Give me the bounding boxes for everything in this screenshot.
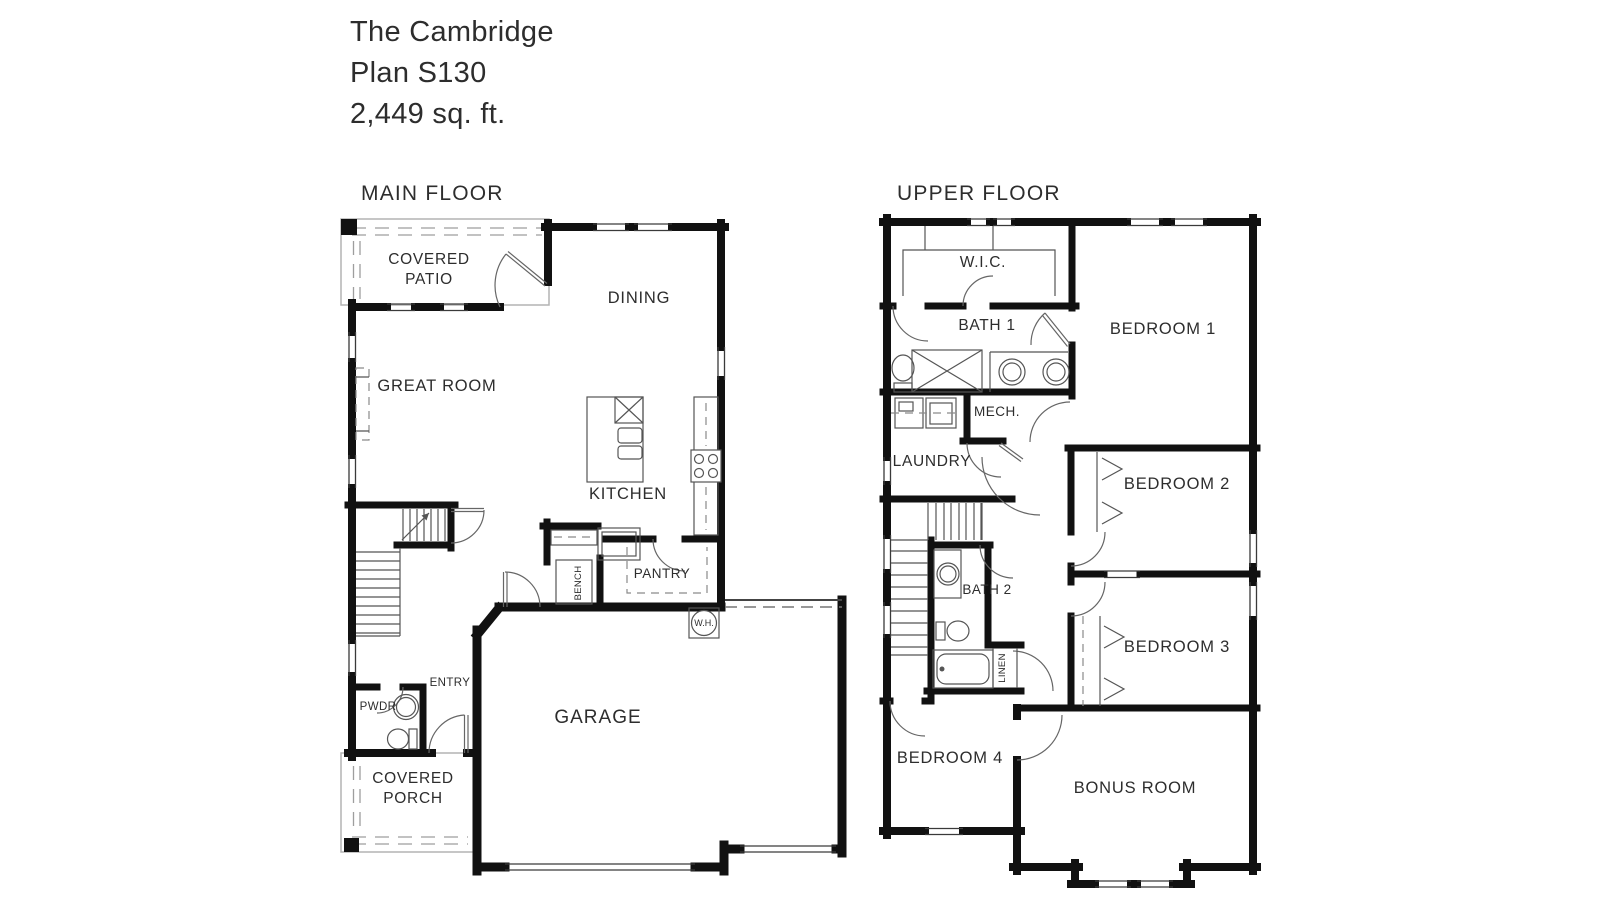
label-bedroom3: BEDROOM 3 xyxy=(1124,638,1230,656)
plan-sqft: 2,449 sq. ft. xyxy=(350,98,505,130)
porch-dashed-lines xyxy=(352,766,468,845)
upper-floor-plan: UPPER FLOOR xyxy=(879,182,1261,888)
kitchen-counter-range xyxy=(690,396,722,536)
pantry-shelves xyxy=(626,547,708,594)
hall-door-arc-2 xyxy=(981,456,1041,516)
hall-door-arc-1 xyxy=(1029,401,1071,443)
title-block: The Cambridge Plan S130 2,449 sq. ft. xyxy=(350,16,554,130)
bedroom1-door-arc xyxy=(1030,312,1046,346)
stair-closet-door-leaf xyxy=(451,507,484,513)
upper-exterior-walls xyxy=(879,214,1261,888)
label-water-heater: W.H. xyxy=(694,618,714,628)
bath2-fixtures xyxy=(932,549,994,689)
label-covered-porch-2: PORCH xyxy=(383,790,442,807)
label-kitchen: KITCHEN xyxy=(589,485,667,503)
label-mech: MECH. xyxy=(974,404,1020,419)
plan-title: The Cambridge xyxy=(350,16,554,48)
main-stairs xyxy=(356,509,446,637)
linen-closet-sides xyxy=(992,648,1018,688)
patio-door-leaf xyxy=(505,251,548,287)
patio-door-arc xyxy=(494,253,507,308)
front-door-leaf xyxy=(463,715,469,753)
label-covered-patio-1: COVERED xyxy=(388,251,470,268)
kitchen-island xyxy=(586,396,644,483)
label-bonus-room: BONUS ROOM xyxy=(1074,779,1197,797)
hall-linen-door-arc xyxy=(1012,650,1054,692)
garage-walls xyxy=(470,595,847,876)
bench-seat xyxy=(555,559,593,605)
bath1-fixtures xyxy=(891,349,1070,393)
plan-number: Plan S130 xyxy=(350,57,487,89)
powder-door-arc xyxy=(376,686,404,714)
mech-door-arc xyxy=(966,442,1002,478)
refrigerator xyxy=(597,527,641,561)
mech-door-leaf xyxy=(998,442,1024,462)
label-bedroom2: BEDROOM 2 xyxy=(1124,475,1230,493)
bath1-door-arc xyxy=(892,305,929,342)
main-windows xyxy=(348,223,836,871)
patio-dashed-lines xyxy=(352,227,542,299)
kitchen-cabinet xyxy=(550,529,598,546)
bonus-door-arc xyxy=(1016,714,1063,761)
label-bench: BENCH xyxy=(573,566,584,601)
wic-shelves xyxy=(902,226,1056,296)
tub-faucet xyxy=(939,666,945,672)
label-covered-porch-1: COVERED xyxy=(372,770,454,787)
bath2-door-arc xyxy=(979,544,1014,579)
garage-entry-door-arc xyxy=(504,571,541,608)
label-bath1: BATH 1 xyxy=(958,317,1015,334)
bedroom3-door-arc xyxy=(1070,581,1106,617)
main-fixtures xyxy=(355,367,722,750)
upper-fixtures xyxy=(891,226,1126,706)
bedroom2-door-arc xyxy=(1070,531,1106,567)
main-floor-plan: MAIN FLOOR xyxy=(340,182,847,876)
bedroom2-closet xyxy=(1096,452,1124,532)
upper-stairs xyxy=(891,503,983,656)
bedroom1-door-leaf xyxy=(1042,312,1071,347)
wic-door-arc xyxy=(962,275,994,307)
main-floor-heading: MAIN FLOOR xyxy=(361,182,504,205)
main-exterior-walls xyxy=(344,219,729,761)
stair-arrow xyxy=(421,513,429,521)
label-bedroom4: BEDROOM 4 xyxy=(897,749,1003,767)
label-laundry: LAUNDRY xyxy=(893,453,972,470)
label-garage: GARAGE xyxy=(554,707,641,728)
upper-floor-heading: UPPER FLOOR xyxy=(897,182,1061,205)
label-pantry: PANTRY xyxy=(634,566,691,581)
water-heater-symbol xyxy=(688,607,720,639)
garage-entry-door-leaf xyxy=(502,572,508,607)
main-interior-walls xyxy=(344,501,725,757)
label-dining: DINING xyxy=(608,289,671,307)
bedroom4-door-arc xyxy=(889,700,926,737)
label-powder: PWDR xyxy=(360,701,397,713)
upper-windows xyxy=(883,218,1258,888)
label-bedroom1: BEDROOM 1 xyxy=(1110,320,1216,338)
porch-post xyxy=(344,838,359,852)
upper-doors xyxy=(889,275,1106,761)
patio-post xyxy=(341,219,357,235)
powder-fixtures xyxy=(386,693,420,750)
washer-dryer xyxy=(891,397,957,429)
stair-closet-door-arc xyxy=(450,509,485,544)
label-great-room: GREAT ROOM xyxy=(377,377,496,395)
refrigerator-inner xyxy=(601,531,637,557)
fireplace-ticks xyxy=(356,376,369,432)
bedroom3-closet xyxy=(1082,616,1126,706)
fireplace xyxy=(355,367,370,441)
label-entry: ENTRY xyxy=(430,677,471,689)
label-covered-patio-2: PATIO xyxy=(405,271,453,288)
label-bath2: BATH 2 xyxy=(962,582,1011,597)
label-wic: W.I.C. xyxy=(960,254,1006,271)
main-doors xyxy=(376,251,686,754)
label-linen: LINEN xyxy=(997,653,1008,682)
front-door-arc xyxy=(428,714,465,754)
pantry-door-arc xyxy=(652,538,686,572)
